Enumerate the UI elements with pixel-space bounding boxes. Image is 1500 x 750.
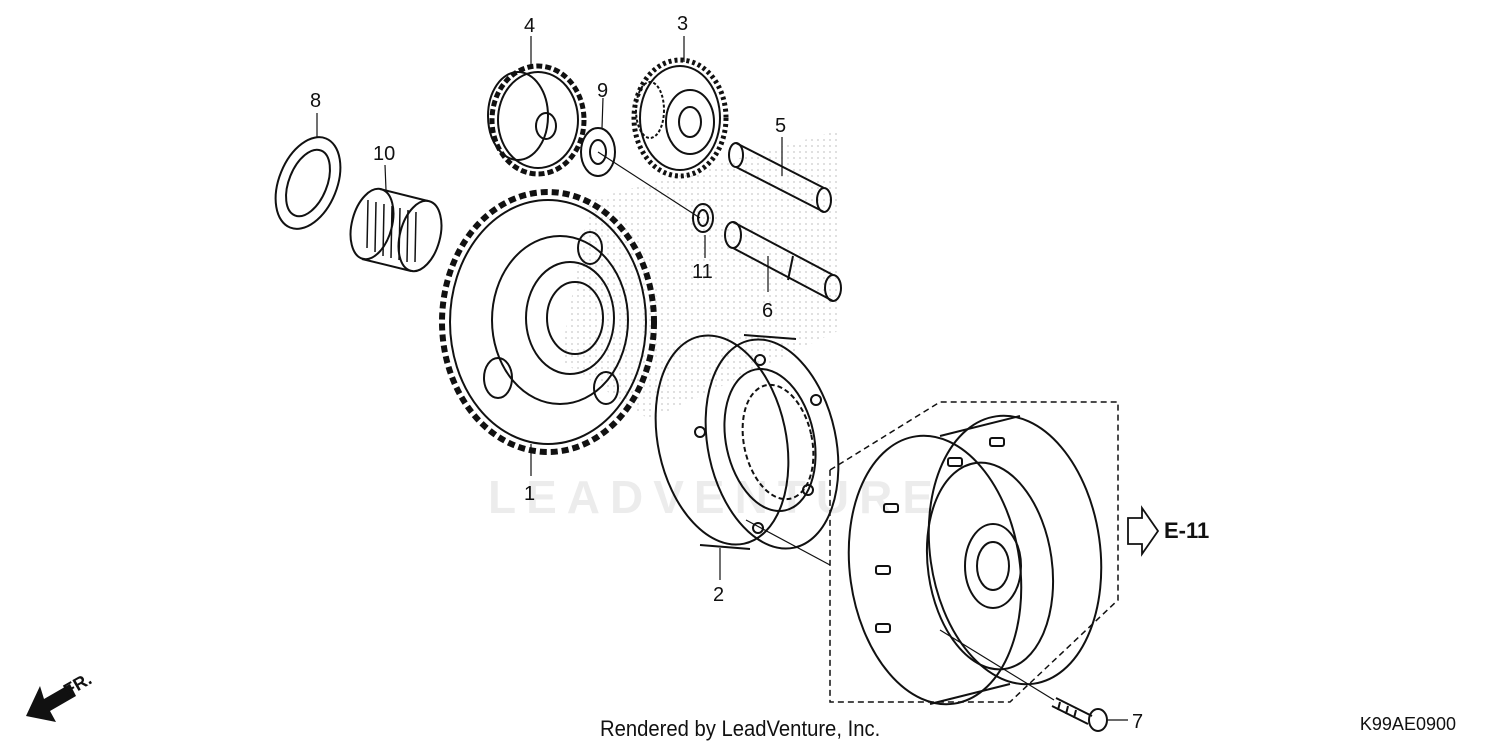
part-7-bolt[interactable] — [1051, 697, 1108, 732]
part-4-gear[interactable] — [487, 63, 587, 177]
callout-4: 4 — [524, 15, 535, 37]
callout-11: 11 — [692, 261, 713, 283]
callout-3: 3 — [677, 13, 688, 35]
watermark-text: LEADVENTURE — [488, 471, 944, 523]
diagram-code: K99AE0900 — [1359, 714, 1456, 734]
callout-1: 1 — [524, 483, 535, 505]
part-3-idle-gear[interactable] — [631, 57, 729, 179]
part-6-shaft[interactable] — [724, 221, 842, 302]
part-9-washer[interactable] — [580, 127, 616, 177]
credit-text: Rendered by LeadVenture, Inc. — [600, 716, 881, 741]
callout-5: 5 — [775, 115, 786, 137]
part-1-starter-driven-gear[interactable] — [439, 189, 657, 455]
front-direction-arrow-icon — [26, 684, 76, 722]
flywheel-assembly[interactable] — [829, 401, 1119, 716]
reference-arrow-icon — [1127, 505, 1160, 557]
watermark-logo-shape — [560, 130, 840, 420]
callout-6: 6 — [762, 300, 773, 322]
leader-lines — [316, 36, 1128, 721]
callout-10: 10 — [373, 143, 395, 165]
part-5-shaft[interactable] — [728, 142, 832, 213]
callout-7: 7 — [1132, 711, 1143, 733]
callout-8: 8 — [310, 90, 321, 112]
reference-label[interactable]: E-11 — [1164, 518, 1209, 543]
part-8-washer[interactable] — [263, 128, 353, 239]
part-11-snap-ring[interactable] — [692, 203, 714, 233]
part-2-one-way-clutch[interactable] — [637, 323, 856, 561]
callout-2: 2 — [713, 584, 724, 606]
part-10-needle-bearing[interactable] — [343, 184, 448, 276]
callout-9: 9 — [597, 80, 608, 102]
